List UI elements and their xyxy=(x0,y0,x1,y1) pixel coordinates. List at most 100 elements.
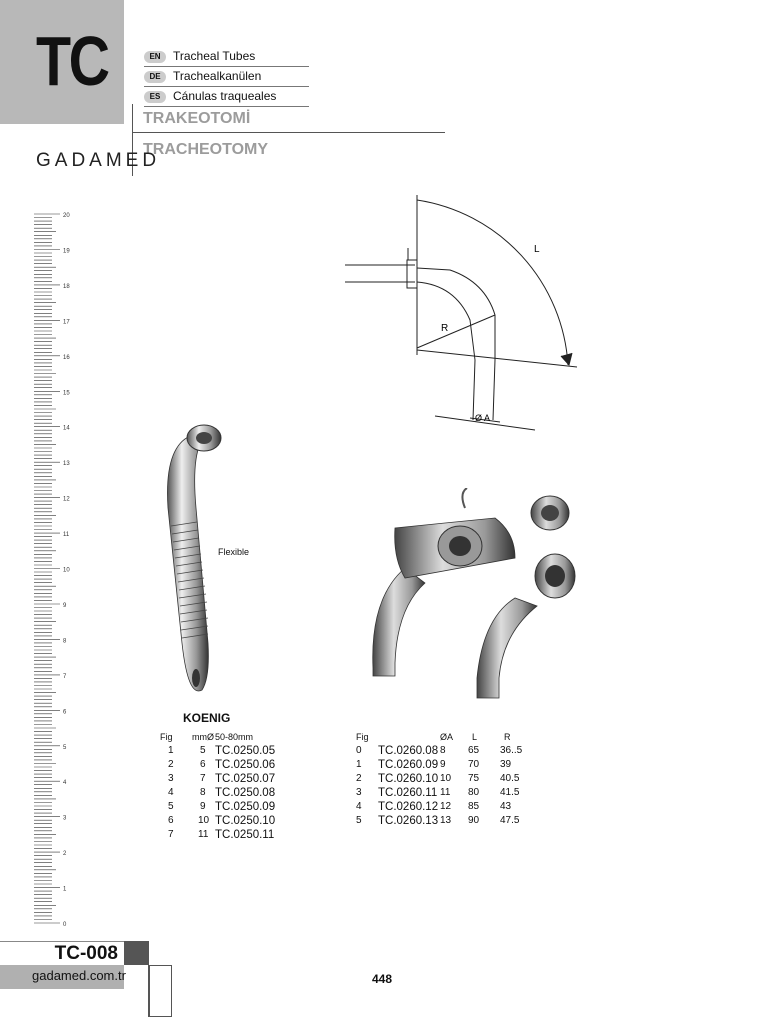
ruler-label: 9 xyxy=(63,603,67,609)
table-cell: 7 xyxy=(200,773,206,784)
footer-outline-square xyxy=(124,965,149,1017)
footer-code-box: TC-008 xyxy=(0,941,124,967)
table-cell: 8 xyxy=(200,787,206,798)
cannula-image xyxy=(372,488,576,699)
flexible-label: Flexible xyxy=(218,547,250,557)
table-cell: 2 xyxy=(168,759,174,770)
table-row: 3 7 TC.0250.07 xyxy=(160,772,295,786)
table-cell: 43 xyxy=(500,801,512,812)
ruler-label: 8 xyxy=(63,638,67,644)
table-cell: 3 xyxy=(168,773,174,784)
lang-tag-de: DE xyxy=(144,71,166,83)
ruler-label: 2 xyxy=(63,851,67,857)
table-cell: 11 xyxy=(198,829,209,840)
diagram-label-l: L xyxy=(534,244,540,255)
table-cell: 8 xyxy=(440,745,446,756)
tube-diagram: L R Ø A xyxy=(345,195,578,431)
table-cell: TC.0250.05 xyxy=(215,745,276,757)
table-cell: 12 xyxy=(440,801,452,812)
lang-text-es: Cánulas traqueales xyxy=(173,89,277,103)
ruler-label: 1 xyxy=(63,887,67,893)
table-cell: TC.0250.06 xyxy=(215,759,276,771)
table-cell: 4 xyxy=(356,801,362,812)
ruler-label: 18 xyxy=(63,284,70,290)
table-cell: 4 xyxy=(168,787,174,798)
table-cell: 75 xyxy=(468,773,480,784)
table-cell: 1 xyxy=(356,759,362,770)
tube-header-length: L xyxy=(472,732,478,742)
tube-header-radius: R xyxy=(504,732,511,742)
table-cell: 5 xyxy=(356,815,362,826)
lang-row-de: DE Trachealkanülen xyxy=(144,68,309,87)
subtitle-english: TRACHEOTOMY xyxy=(143,141,269,158)
table-cell: TC.0250.07 xyxy=(215,773,276,785)
table-cell: 10 xyxy=(198,815,210,826)
lang-row-es: ES Cánulas traqueales xyxy=(144,88,309,107)
header-code-block xyxy=(0,0,124,124)
lang-tag-en: EN xyxy=(144,51,166,63)
tube-header-diameter: ØA xyxy=(440,732,454,742)
table-cell: 6 xyxy=(168,815,174,826)
table-cell: TC.0250.10 xyxy=(215,815,276,827)
table-cell: 10 xyxy=(440,773,452,784)
koenig-title: KOENIG xyxy=(183,711,231,725)
table-cell: 80 xyxy=(468,787,480,798)
table-cell: TC.0260.12 xyxy=(378,801,439,813)
table-cell: 90 xyxy=(468,815,480,826)
table-cell: TC.0260.10 xyxy=(378,773,439,785)
footer-page-code: TC-008 xyxy=(54,943,118,964)
ruler-label: 0 xyxy=(63,922,67,928)
brand-logo: GADAMED xyxy=(36,150,161,171)
subtitle-turkish: TRAKEOTOMİ xyxy=(143,110,251,127)
page-number: 448 xyxy=(372,972,393,986)
ruler-label: 10 xyxy=(63,568,70,574)
table-cell: 9 xyxy=(440,759,446,770)
footer-site-band xyxy=(0,965,124,989)
footer-outline-square xyxy=(149,965,172,1017)
table-cell: 70 xyxy=(468,759,480,770)
ruler-label: 12 xyxy=(63,497,70,503)
table-cell: 7 xyxy=(168,829,174,840)
koenig-header-fig: Fig xyxy=(160,732,173,742)
table-cell: 1 xyxy=(168,745,174,756)
table-cell: 0 xyxy=(356,745,362,756)
table-row: 2 6 TC.0250.06 xyxy=(160,758,295,772)
header-divider-vertical xyxy=(132,104,133,176)
ruler-label: 7 xyxy=(63,674,67,680)
footer-website: gadamed.com.tr xyxy=(32,968,126,983)
ruler-label: 13 xyxy=(63,461,70,467)
ruler-label: 11 xyxy=(63,532,70,538)
table-cell: TC.0260.08 xyxy=(378,745,439,757)
table-cell: 5 xyxy=(168,801,174,812)
ruler-label: 15 xyxy=(63,390,70,396)
ruler-label: 6 xyxy=(63,709,67,715)
ruler-label: 3 xyxy=(63,816,67,822)
table-cell: 5 xyxy=(200,745,206,756)
lang-text-de: Trachealkanülen xyxy=(173,69,262,83)
table-cell: TC.0260.13 xyxy=(378,815,439,827)
koenig-tube-image xyxy=(167,424,222,692)
table-cell: 41.5 xyxy=(500,787,520,798)
diagram-label-r: R xyxy=(441,323,448,334)
table-cell: TC.0250.08 xyxy=(215,787,276,799)
table-cell: 6 xyxy=(200,759,206,770)
lang-tag-es: ES xyxy=(144,91,166,103)
tube-header-fig: Fig xyxy=(356,732,369,742)
table-row: 1 5 TC.0250.05 xyxy=(160,744,295,758)
ruler-label: 14 xyxy=(63,426,70,432)
header-divider-horizontal xyxy=(133,132,445,133)
ruler-label: 19 xyxy=(63,249,70,255)
diagram-label-a: Ø A xyxy=(475,413,490,423)
ruler-label: 16 xyxy=(63,355,70,361)
table-cell: 9 xyxy=(200,801,206,812)
koenig-header-diameter: mmØ xyxy=(192,732,214,742)
table-cell: TC.0260.11 xyxy=(378,787,438,799)
